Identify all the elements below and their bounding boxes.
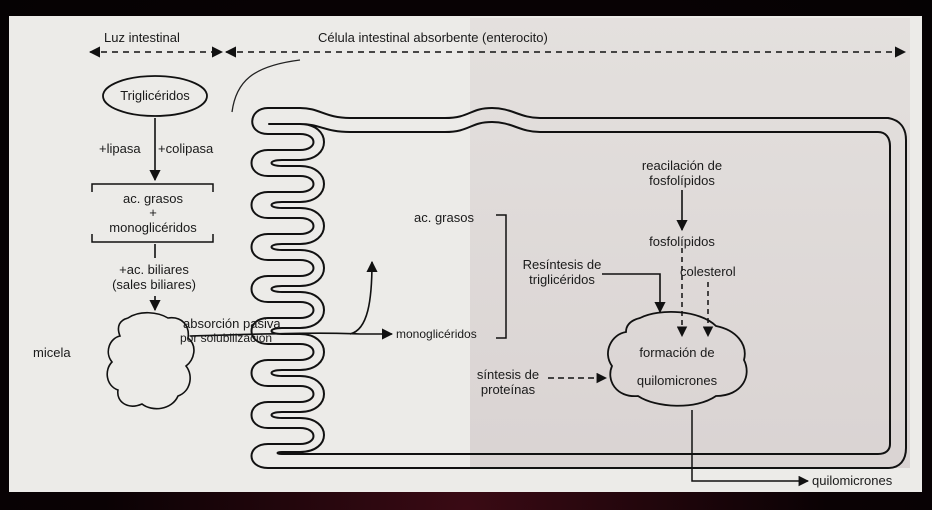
sintesis-label-1: síntesis de <box>466 367 550 382</box>
exit-arrow <box>692 410 808 481</box>
enterocyte-inner-membrane <box>269 122 890 454</box>
formacion-label-1: formación de <box>612 345 742 360</box>
ac-biliares-label: +ac. biliares <box>86 262 222 277</box>
absorcion-to-ac-grasos <box>350 262 372 334</box>
reacilacion-label-1: reacilación de <box>626 158 738 173</box>
ac-grasos-cell-label: ac. grasos <box>414 210 474 225</box>
absorcion-label-2: por solubilización <box>180 331 272 346</box>
resintesis-bracket <box>496 215 506 338</box>
enterocyte-membrane <box>252 108 907 468</box>
sintesis-label-2: proteínas <box>466 382 550 397</box>
monogliceridos-cell-label: monoglicéridos <box>396 327 477 342</box>
formacion-label-2: quilomicrones <box>612 373 742 388</box>
header-curve <box>232 60 300 112</box>
celula-label: Célula intestinal absorbente (enterocito… <box>318 30 548 45</box>
resintesis-label-2: triglicéridos <box>506 272 618 287</box>
reacilacion-label-2: fosfolípidos <box>626 173 738 188</box>
trigliceridos-label: Triglicéridos <box>108 88 202 103</box>
plus-label: + <box>92 205 214 220</box>
micela-blob <box>107 313 194 409</box>
colipasa-label: +colipasa <box>158 141 213 156</box>
resintesis-label-1: Resíntesis de <box>506 257 618 272</box>
monogliceridos-left-label: monoglicéridos <box>92 220 214 235</box>
bracket-monogliceridos <box>92 234 213 242</box>
quilomicrones-out-label: quilomicrones <box>812 473 892 488</box>
lipasa-label: +lipasa <box>99 141 141 156</box>
fosfolipidos-label: fosfolípidos <box>626 234 738 249</box>
colesterol-label: colesterol <box>680 264 736 279</box>
absorcion-label-1: absorción pasiva <box>183 316 281 331</box>
micela-label: micela <box>33 345 71 360</box>
sales-biliares-label: (sales biliares) <box>86 277 222 292</box>
luz-intestinal-label: Luz intestinal <box>104 30 180 45</box>
ac-grasos-left-label: ac. grasos <box>92 191 214 206</box>
